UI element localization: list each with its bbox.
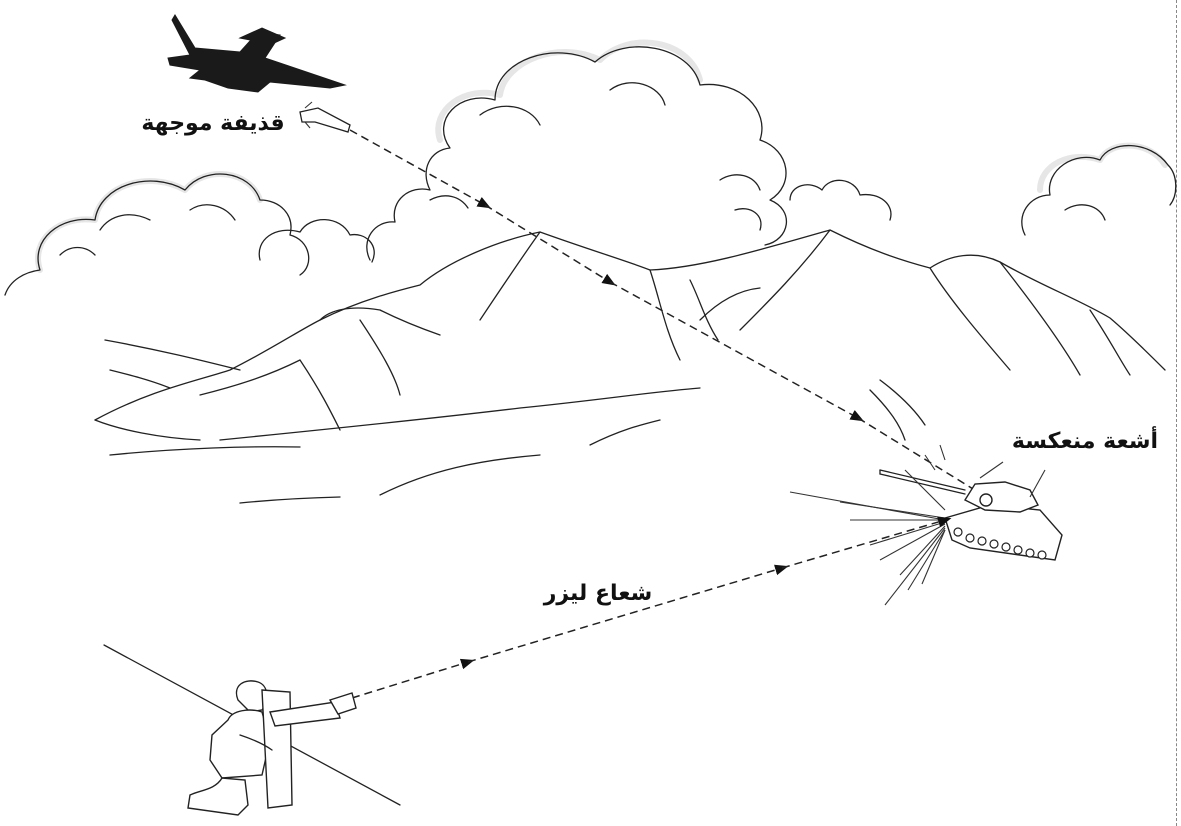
- tank-icon: [879, 469, 1063, 561]
- reflected-rays: [789, 444, 946, 606]
- cloud-right-upper: [789, 179, 892, 221]
- cloud-right: [1021, 142, 1177, 236]
- reflected-label: أشعة منعكسة: [1012, 425, 1158, 454]
- clouds: [4, 39, 1177, 296]
- missile-path: [349, 129, 984, 496]
- page-border: [1176, 0, 1177, 826]
- cloud-middle: [258, 39, 787, 263]
- cloud-left: [4, 171, 310, 296]
- reflected-leaders: [979, 461, 1046, 498]
- missile-label: قذيفة موجهة: [141, 111, 284, 136]
- jet-icon: [167, 14, 347, 93]
- soldier-icon: [187, 680, 357, 816]
- laser-label: شعاع ليزر: [543, 581, 653, 606]
- missile-icon: [299, 101, 351, 133]
- mountains: [94, 229, 1166, 504]
- laser-path: [351, 516, 952, 699]
